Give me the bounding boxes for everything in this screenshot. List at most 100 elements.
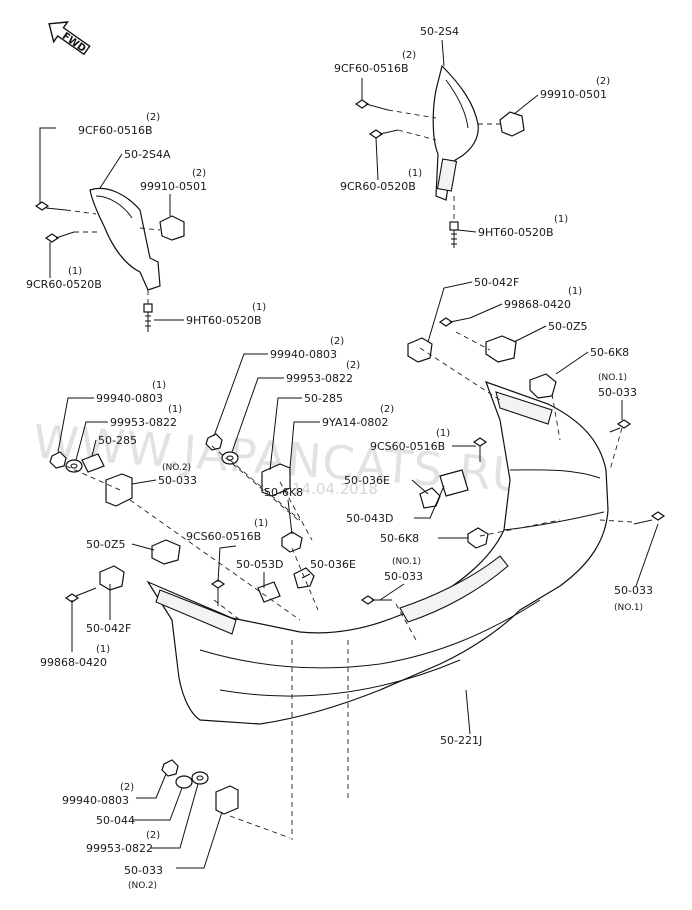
quantity-label: (1): [68, 266, 82, 277]
screw-icon: [633, 511, 666, 525]
part-number-label: 50-0Z5: [86, 538, 126, 551]
leader-line: [213, 353, 268, 437]
bracket-icon: [257, 581, 281, 603]
part-number-label: 99910-0501: [540, 88, 607, 101]
part-number-label: 99953-0822: [286, 372, 353, 385]
nut-icon: [161, 759, 179, 777]
leader-line: [150, 783, 199, 849]
leader-line: [39, 127, 56, 204]
part-number-label: 50-033: [158, 474, 197, 487]
quantity-label: (2): [120, 782, 134, 793]
quantity-label: (NO.1): [392, 557, 421, 567]
part-number-label: 50-0Z5: [548, 320, 588, 333]
mud-guard-left: [89, 187, 161, 291]
bracket-icon: [439, 469, 469, 497]
part-number-label: 50-285: [98, 434, 137, 447]
bracket-icon: [151, 539, 181, 565]
bracket-icon: [485, 335, 517, 363]
part-number-label: 50-033: [384, 570, 423, 583]
clip-icon: [499, 111, 525, 137]
part-number-label: 9HT60-0520B: [186, 314, 262, 327]
part-number-label: 9CF60-0516B: [78, 124, 153, 137]
screw-icon: [64, 587, 97, 603]
leader-line: [136, 773, 167, 799]
part-number-label: 50-033: [614, 584, 653, 597]
quantity-label: (1): [554, 214, 568, 225]
quantity-label: (1): [436, 428, 450, 439]
part-number-label: 99940-0803: [62, 794, 129, 807]
part-number-label: 9YA14-0802: [322, 416, 388, 429]
quantity-label: (NO.2): [162, 463, 191, 473]
leader-line: [289, 421, 320, 469]
quantity-label: (1): [408, 168, 422, 179]
quantity-label: (NO.1): [614, 603, 643, 613]
part-number-label: 99953-0822: [86, 842, 153, 855]
part-number-label: 50-221J: [440, 734, 482, 747]
clip-icon: [293, 567, 315, 589]
part-number-label: 50-6K8: [590, 346, 629, 359]
part-number-label: 50-053D: [236, 558, 283, 571]
leader-line: [465, 689, 471, 735]
leader-line: [375, 137, 379, 181]
part-number-label: 50-2S4A: [124, 148, 171, 161]
retainer-icon: [407, 337, 433, 363]
leader-line: [301, 573, 311, 579]
leader-line: [75, 421, 108, 461]
quantity-label: (2): [192, 168, 206, 179]
forward-arrow-icon: FWD: [48, 21, 91, 56]
part-number-label: 99940-0803: [270, 348, 337, 361]
quantity-label: (2): [330, 336, 344, 347]
quantity-label: (2): [146, 112, 160, 123]
leader-line: [176, 811, 223, 869]
leader-line: [132, 787, 183, 821]
part-number-label: 99940-0803: [96, 392, 163, 405]
washer-icon: [65, 459, 83, 473]
clip-icon: [159, 215, 185, 241]
leader-line: [441, 39, 445, 67]
quantity-label: (2): [380, 404, 394, 415]
part-number-label: 9CR60-0520B: [340, 180, 416, 193]
part-number-label: 50-044: [96, 814, 135, 827]
part-number-label: 50-043D: [346, 512, 393, 525]
leader-line: [411, 479, 429, 495]
quantity-label: (2): [596, 76, 610, 87]
quantity-label: (NO.2): [128, 881, 157, 891]
washer-icon: [221, 451, 239, 465]
leader-line: [287, 499, 293, 535]
part-number-label: 99910-0501: [140, 180, 207, 193]
mud-guard-right: [432, 64, 479, 201]
bolt-icon: [449, 221, 459, 248]
quantity-label: (1): [96, 644, 110, 655]
bolt-icon: [143, 303, 153, 332]
quantity-label: (2): [146, 830, 160, 841]
bumper-cover: [146, 381, 609, 725]
leader-line: [131, 479, 157, 485]
screw-icon: [438, 317, 471, 327]
watermark-date: 14.04.2018: [292, 480, 378, 498]
washer-icon: [191, 771, 209, 785]
retainer-icon: [99, 565, 125, 591]
part-number-label: 50-042F: [474, 276, 519, 289]
clip-icon: [467, 527, 489, 549]
leader-line: [414, 485, 445, 519]
quantity-label: (1): [252, 302, 266, 313]
leader-line: [91, 439, 97, 457]
part-number-label: 9HT60-0520B: [478, 226, 554, 239]
leader-line: [427, 281, 473, 343]
screw-icon: [360, 595, 392, 605]
screw-icon: [34, 201, 75, 243]
part-number-label: 50-036E: [344, 474, 390, 487]
leader-line: [99, 153, 123, 189]
part-number-label: 99868-0420: [40, 656, 107, 669]
screw-icon: [210, 579, 226, 606]
leader-line: [379, 583, 405, 601]
quantity-label: (NO.1): [598, 373, 627, 383]
clip-icon: [419, 487, 441, 509]
leader-line: [57, 397, 94, 453]
part-number-label: 50-033: [598, 386, 637, 399]
part-number-label: 9CS60-0516B: [370, 440, 445, 453]
nut-icon: [205, 433, 223, 451]
part-number-label: 9CF60-0516B: [334, 62, 409, 75]
leader-line: [635, 523, 659, 587]
